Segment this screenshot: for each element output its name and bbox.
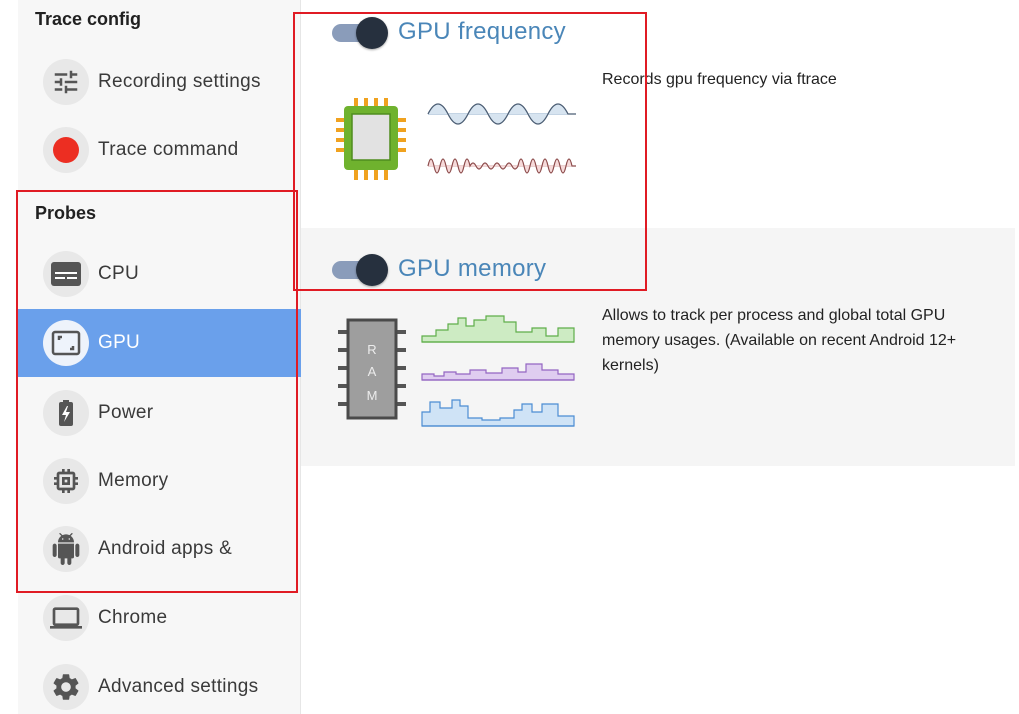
sidebar-item-memory[interactable]: Memory [18,450,301,512]
sidebar-item-label: GPU [98,332,141,353]
ram-chip-illustration: R A M [338,318,406,420]
cpu-icon [43,251,89,297]
gpu-frequency-highlight-box [293,12,647,291]
gpu-chip-illustration [336,98,406,180]
sidebar-item-android-apps[interactable]: Android apps & [18,518,301,580]
gpu-memory-card [301,228,1015,466]
ram-letter-a: A [368,364,377,379]
sidebar-item-power[interactable]: Power [18,382,301,444]
gpu-frequency-description: Records gpu frequency via ftrace [602,71,837,88]
probes-heading: Probes [35,203,97,223]
sliders-icon [43,59,89,105]
gpu-icon [43,320,89,366]
memory-chip-icon [43,458,89,504]
gpu-frequency-card [301,0,1015,228]
sidebar-item-trace-command[interactable]: Trace command [18,119,301,181]
gpu-memory-title: GPU memory [398,255,547,282]
sidebar: Trace config Recording settings Trace co… [18,0,301,714]
sidebar-item-recording-settings[interactable]: Recording settings [18,51,301,113]
record-icon [43,127,89,173]
android-icon [43,526,89,572]
sidebar-item-gpu[interactable]: GPU [18,309,301,377]
gpu-frequency-title: GPU frequency [398,18,566,45]
sidebar-item-label: Trace command [98,139,239,160]
ram-letter-m: M [367,388,378,403]
laptop-icon [43,595,89,641]
sidebar-item-label: Memory [98,470,169,491]
sidebar-item-label: Recording settings [98,71,261,92]
gpu-memory-description: Allows to track per process and global t… [602,307,957,374]
gpu-frequency-illustration [336,98,576,180]
sidebar-item-label: Android apps & [98,538,233,559]
toggle-knob [356,254,388,286]
sidebar-item-label: Advanced settings [98,676,259,697]
sidebar-item-cpu[interactable]: CPU [18,243,301,305]
sidebar-item-label: CPU [98,263,140,284]
toggle-knob [356,17,388,49]
battery-icon [43,390,89,436]
sidebar-item-advanced-settings[interactable]: Advanced settings [18,656,301,714]
sidebar-item-chrome[interactable]: Chrome [18,587,301,649]
sidebar-item-label: Chrome [98,607,168,628]
sidebar-item-label: Power [98,402,154,423]
probes-highlight-box [16,190,298,593]
ram-letter-r: R [367,342,376,357]
gpu-memory-illustration: R A M [338,315,575,427]
gpu-frequency-toggle[interactable] [330,15,388,49]
gear-icon [43,664,89,710]
trace-config-heading: Trace config [35,9,142,29]
gpu-memory-toggle[interactable] [330,252,388,286]
